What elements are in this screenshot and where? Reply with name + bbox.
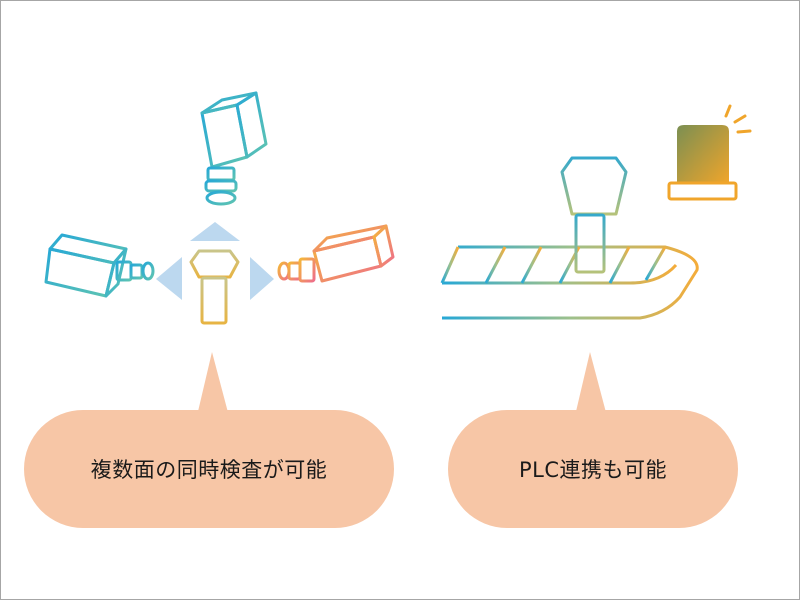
conveyor-icon [440, 245, 699, 320]
caption-right: PLC連携も可能 [518, 458, 668, 482]
light-beam-left [156, 257, 182, 300]
bolt-icon [189, 249, 240, 325]
bolt-icon [560, 156, 628, 274]
speech-bubble-left-body [24, 410, 394, 528]
speech-bubble-right-body [448, 410, 738, 528]
light-beam-top [190, 222, 240, 241]
light-beam-right [250, 257, 274, 300]
speech-bubble-right: PLC連携も可能 [448, 410, 738, 528]
speech-bubble-left: 複数面の同時検査が可能 [24, 410, 394, 528]
camera-icon [200, 91, 268, 206]
bubble-pointer-left [196, 352, 230, 420]
camera-icon [44, 233, 155, 298]
caption-left: 複数面の同時検査が可能 [90, 458, 328, 482]
warning-light-icon [667, 104, 752, 201]
bubble-pointer-right [574, 352, 608, 420]
camera-icon [277, 224, 395, 283]
